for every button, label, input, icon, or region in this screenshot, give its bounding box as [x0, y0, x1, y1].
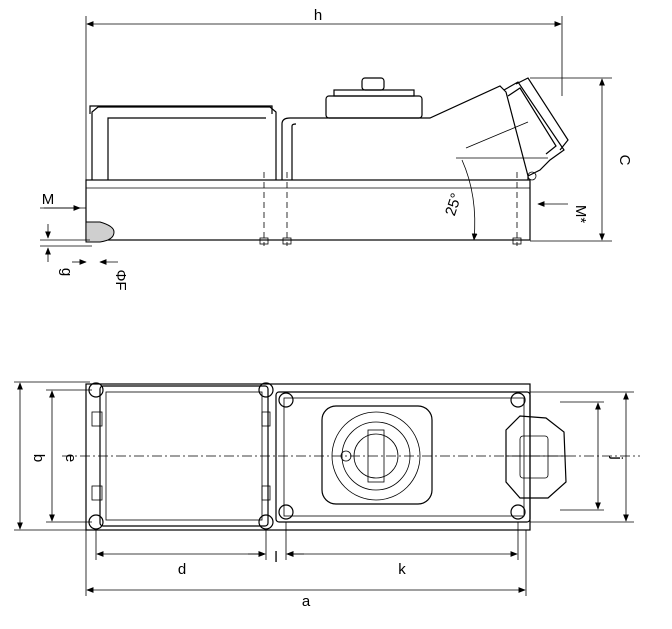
label-m-left: M [42, 191, 55, 208]
rotary-switch-body [325, 95, 423, 119]
right-body [275, 391, 531, 523]
label-c: C [616, 155, 633, 166]
left-enclosure [91, 106, 277, 180]
right-enclosure [281, 85, 529, 180]
label-a: a [302, 593, 311, 610]
screw-icon [510, 392, 526, 408]
label-m-right: M* [572, 205, 589, 223]
screw-icon [278, 504, 294, 520]
label-phi-f: ΦF [112, 269, 129, 290]
label-k: k [398, 561, 406, 578]
side-view [40, 16, 612, 265]
top-plate [85, 383, 531, 531]
socket-top [505, 415, 567, 499]
label-d: d [178, 561, 186, 578]
tilted-socket [503, 77, 569, 181]
screw-icon [278, 392, 294, 408]
base-plate [85, 179, 531, 241]
angle-arc [461, 159, 478, 241]
label-b: b [30, 454, 47, 462]
label-j: j [608, 455, 625, 459]
label-h: h [314, 7, 322, 24]
cable-gland [85, 221, 115, 243]
screw-icon [510, 504, 526, 520]
top-view [14, 381, 640, 596]
rotary-switch-top [321, 405, 433, 505]
screw-icon [258, 514, 274, 530]
label-l: l [274, 549, 277, 566]
label-g: g [58, 268, 75, 276]
label-angle: 25° [442, 191, 465, 218]
label-e: e [62, 454, 79, 462]
rotary-knob [361, 77, 385, 91]
screw-icon [258, 382, 274, 398]
